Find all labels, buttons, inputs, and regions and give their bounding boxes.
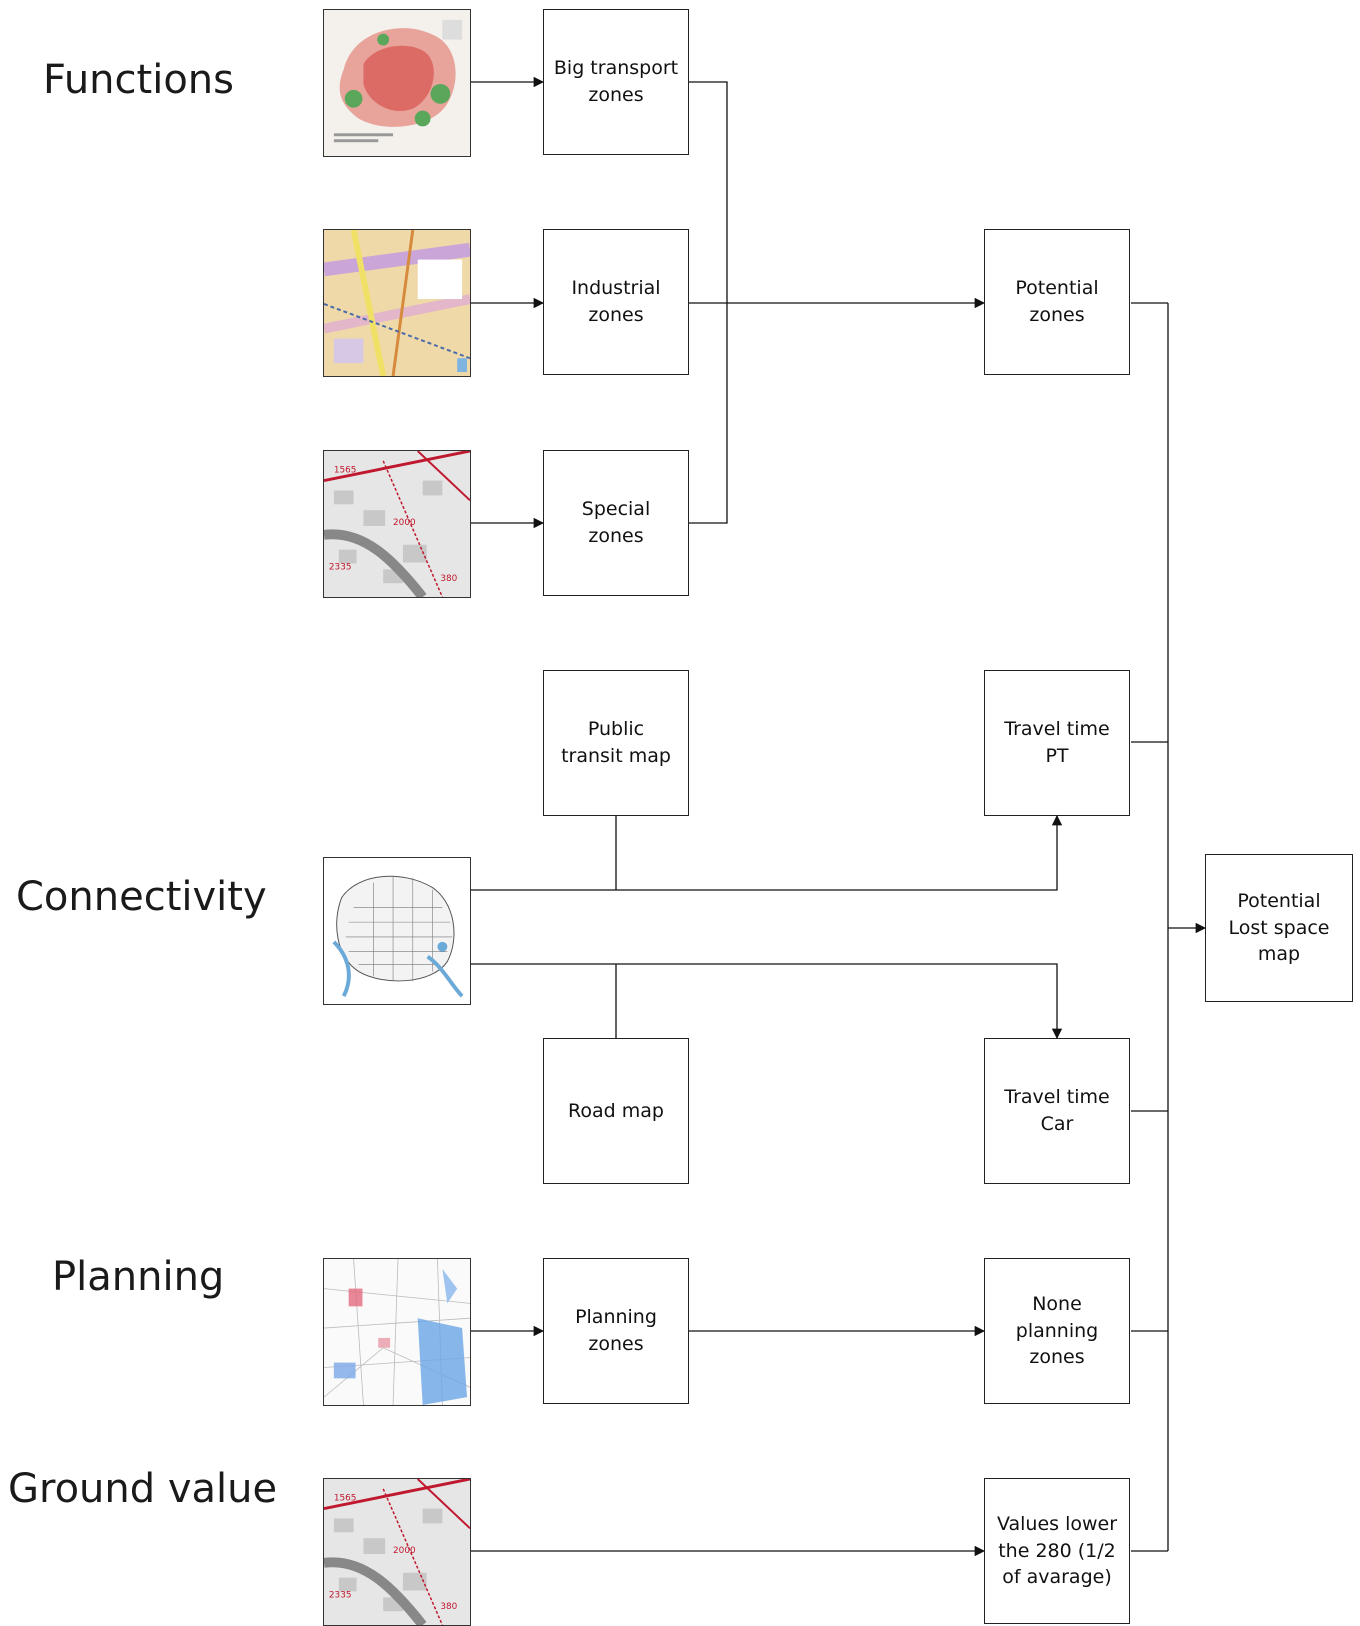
- section-connectivity: Connectivity: [16, 874, 267, 920]
- ground-value-map-thumbnail: 1565 2000 2335 380: [323, 1478, 471, 1626]
- svg-text:380: 380: [440, 574, 457, 584]
- planning-areas-map-thumbnail: [323, 1258, 471, 1406]
- road-map-box: Road map: [543, 1038, 689, 1184]
- svg-text:380: 380: [440, 1602, 457, 1612]
- industrial-area-map-thumbnail: [323, 229, 471, 377]
- svg-text:2335: 2335: [329, 562, 352, 572]
- travel-time-car-box: Travel time Car: [984, 1038, 1130, 1184]
- public-transit-map-box: Public transit map: [543, 670, 689, 816]
- svg-text:2000: 2000: [393, 518, 416, 528]
- special-zones-box: Special zones: [543, 450, 689, 596]
- section-functions: Functions: [43, 57, 234, 103]
- potential-zones-box: Potential zones: [984, 229, 1130, 375]
- special-zones-map-thumbnail: 1565 2000 2335 380: [323, 450, 471, 598]
- travel-time-pt-box: Travel time PT: [984, 670, 1130, 816]
- connector-big-transport-merge: [689, 81, 728, 524]
- section-ground-value: Ground value: [8, 1466, 278, 1512]
- arrow-to-travel-time-pt: [471, 814, 1063, 891]
- values-lower-box: Values lower the 280 (1/2 of avarage): [984, 1478, 1130, 1624]
- svg-text:2335: 2335: [329, 1590, 352, 1600]
- berlin-districts-map-thumbnail: [323, 857, 471, 1005]
- svg-text:1565: 1565: [334, 466, 357, 476]
- arrow-to-travel-time-car: [471, 963, 1063, 1040]
- industrial-zones-box: Industrial zones: [543, 229, 689, 375]
- svg-text:1565: 1565: [334, 1494, 357, 1504]
- berlin-land-use-map-thumbnail: [323, 9, 471, 157]
- svg-text:2000: 2000: [393, 1546, 416, 1556]
- potential-lost-space-map-box: Potential Lost space map: [1205, 854, 1353, 1002]
- none-planning-zones-box: None planning zones: [984, 1258, 1130, 1404]
- big-transport-zones-box: Big transport zones: [543, 9, 689, 155]
- section-planning: Planning: [52, 1254, 225, 1300]
- planning-zones-box: Planning zones: [543, 1258, 689, 1404]
